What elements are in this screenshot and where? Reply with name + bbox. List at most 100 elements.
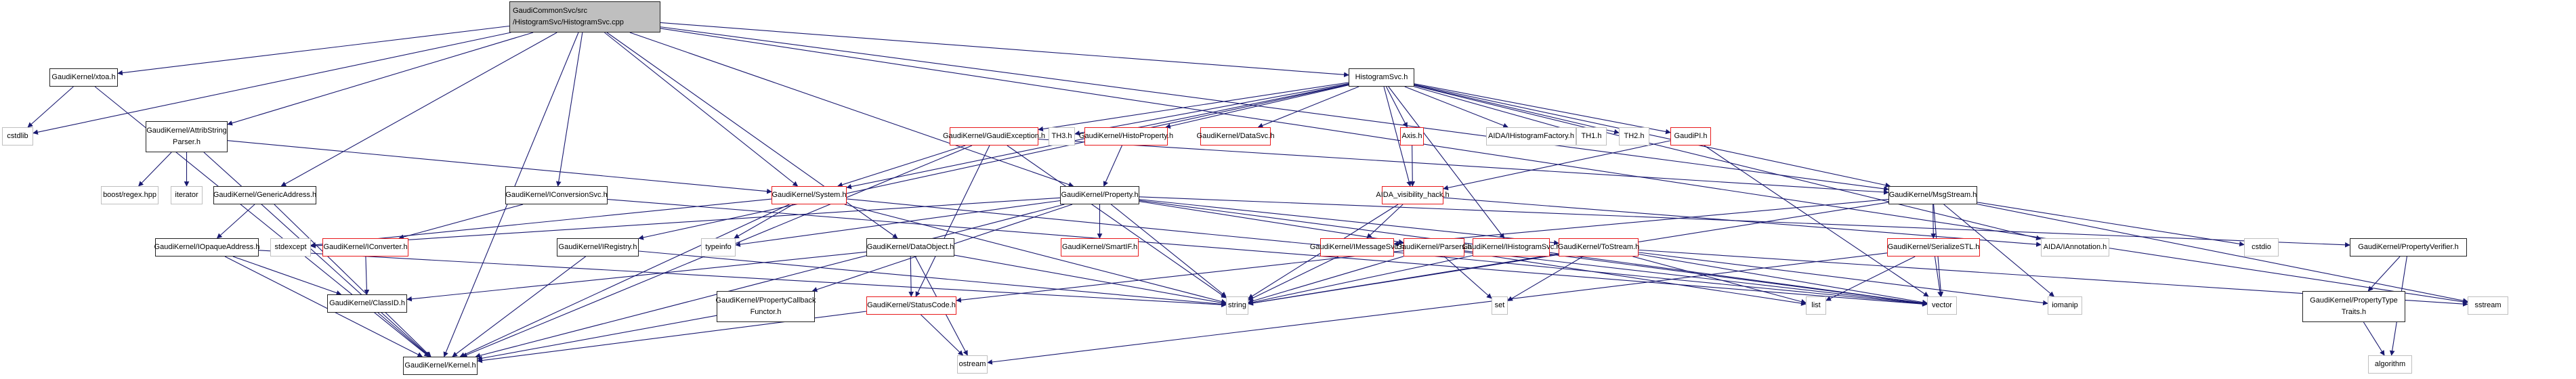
graph-node-tostream[interactable]: GaudiKernel/ToStream.h: [1558, 238, 1639, 257]
graph-node-iomanip[interactable]: iomanip: [2048, 296, 2082, 315]
edge-msgstream-to-sstream: [1977, 203, 2468, 303]
graph-node-serialize[interactable]: GaudiKernel/SerializeSTL.h: [1887, 238, 1980, 257]
edge-root-to-sstream: [660, 28, 2468, 305]
edge-propcb-to-kernel: [477, 315, 717, 361]
edge-dataobject-to-statuscode: [908, 256, 914, 297]
edge-root-to-genaddr: [280, 32, 557, 187]
edge-histosvc-to-ihistfactory: [1404, 86, 1508, 129]
graph-node-vector[interactable]: vector: [1927, 296, 1957, 315]
graph-node-genaddr[interactable]: GaudiKernel/GenericAddress.h: [213, 186, 316, 204]
graph-node-xtoa[interactable]: GaudiKernel/xtoa.h: [49, 68, 118, 87]
edge-property-to-parsers: [1139, 201, 1404, 245]
graph-node-parsers[interactable]: GaudiKernel/Parsers.h: [1396, 238, 1472, 257]
graph-node-propverifier[interactable]: GaudiKernel/PropertyVerifier.h: [2350, 238, 2467, 257]
graph-node-boostregex[interactable]: boost/regex.hpp: [101, 186, 159, 204]
edge-serialize-to-list: [1825, 256, 1916, 301]
graph-node-list[interactable]: list: [1806, 296, 1826, 315]
edge-histoprop-to-property: [1103, 145, 1122, 187]
graph-node-iconverter[interactable]: GaudiKernel/IConverter.h: [322, 238, 408, 257]
edge-root-to-system: [604, 32, 799, 187]
graph-node-propcb[interactable]: GaudiKernel/PropertyCallback Functor.h: [716, 291, 816, 322]
graph-node-ihistfactory[interactable]: AIDA/IHistogramFactory.h: [1486, 127, 1576, 146]
edge-tostream-to-list: [1632, 256, 1807, 305]
graph-node-property[interactable]: GaudiKernel/Property.h: [1060, 186, 1139, 204]
graph-node-dataobject[interactable]: GaudiKernel/DataObject.h: [866, 238, 954, 257]
edge-statuscode-to-ostream: [921, 314, 964, 356]
edge-serialize-to-vector: [1934, 256, 1943, 297]
edge-proptypetraits-to-algorithm: [2363, 321, 2385, 356]
edge-iopaque-to-classid: [232, 256, 342, 296]
edge-histosvc-to-th1: [1414, 86, 1577, 134]
edge-iconvsvc-to-vector: [607, 198, 1928, 307]
graph-node-ihistsvc[interactable]: GaudiKernel/IHistogramSvc.h: [1462, 238, 1560, 257]
edge-histosvc-to-th3: [1074, 83, 1349, 136]
edge-property-to-typeinfo: [735, 200, 1061, 247]
edge-histosvc-to-gaudipi: [1414, 83, 1671, 135]
graph-node-cstdlib[interactable]: cstdlib: [2, 127, 33, 146]
graph-node-system[interactable]: GaudiKernel/System.h: [772, 186, 847, 204]
graph-node-iregistry[interactable]: GaudiKernel/IRegistry.h: [557, 238, 639, 257]
edge-property-to-propverifier: [1139, 196, 2350, 248]
edge-histosvc-to-histoprop: [1165, 85, 1349, 129]
edge-xtoa-to-cstdlib: [27, 86, 74, 128]
graph-node-stdexcept[interactable]: stdexcept: [270, 238, 311, 257]
graph-node-cstdio[interactable]: cstdio: [2244, 238, 2279, 257]
edge-imsgsvc-to-string: [1248, 256, 1338, 300]
graph-node-root[interactable]: GaudiCommonSvc/src /HistogramSvc/Histogr…: [509, 1, 660, 32]
graph-node-iterator[interactable]: iterator: [171, 186, 203, 204]
graph-node-th2[interactable]: TH2.h: [1619, 127, 1649, 146]
graph-node-iannotation[interactable]: AIDA/IAnnotation.h: [2041, 238, 2109, 257]
edge-root-to-dataobject: [606, 32, 898, 239]
edge-propverifier-to-proptypetraits: [2367, 256, 2401, 292]
graph-node-imsgsvc[interactable]: GaudiKernel/IMessageSvc.h: [1310, 238, 1404, 257]
edge-attrib-to-boostregex: [138, 152, 172, 187]
graph-node-aidahack[interactable]: AIDA_visibility_hack.h: [1376, 186, 1450, 204]
edge-attrib-to-system: [227, 140, 772, 194]
graph-node-iconvsvc[interactable]: GaudiKernel/IConversionSvc.h: [505, 186, 608, 204]
graph-node-histosvc[interactable]: HistogramSvc.h: [1349, 68, 1414, 87]
edge-iopaque-to-string: [258, 250, 1227, 308]
edge-system-to-typeinfo: [734, 204, 794, 239]
graph-node-axis[interactable]: Axis.h: [1400, 127, 1424, 146]
edge-parsers-to-set: [1443, 256, 1492, 299]
edge-tostream-to-iomanip: [1638, 252, 2048, 306]
edge-histosvc-to-iannotation: [1414, 85, 2042, 241]
edge-histosvc-to-msgstream: [1414, 84, 1891, 188]
graph-node-attrib[interactable]: GaudiKernel/AttribString Parser.h: [146, 121, 228, 152]
edge-iregistry-to-string: [638, 250, 1227, 307]
edge-parsers-to-string: [1248, 256, 1404, 304]
graph-node-th1[interactable]: TH1.h: [1576, 127, 1607, 146]
graph-node-gaudipi[interactable]: GaudiPI.h: [1670, 127, 1711, 146]
edge-serialize-to-ostream: [987, 252, 1888, 365]
graph-node-ostream[interactable]: ostream: [957, 355, 988, 374]
graph-node-statuscode[interactable]: GaudiKernel/StatusCode.h: [866, 296, 956, 315]
edge-iconverter-to-classid: [364, 256, 370, 295]
graph-node-th3[interactable]: TH3.h: [1049, 127, 1075, 146]
graph-node-classid[interactable]: GaudiKernel/ClassID.h: [327, 294, 407, 313]
graph-node-msgstream[interactable]: GaudiKernel/MsgStream.h: [1888, 186, 1977, 204]
edge-msgstream-to-imsgsvc: [1393, 198, 1889, 246]
graph-node-kernel[interactable]: GaudiKernel/Kernel.h: [403, 357, 478, 375]
graph-node-sstream[interactable]: sstream: [2468, 296, 2508, 315]
graph-node-typeinfo[interactable]: typeinfo: [701, 238, 736, 257]
edge-ihistsvc-to-vector: [1549, 252, 1928, 306]
graph-node-iopaque[interactable]: GaudiKernel/IOpaqueAddress.h: [154, 238, 259, 257]
graph-node-gaudiexc[interactable]: GaudiKernel/GaudiException.h: [943, 127, 1045, 146]
graph-node-algorithm[interactable]: algorithm: [2368, 355, 2412, 374]
graph-node-string[interactable]: string: [1226, 296, 1248, 315]
edge-system-to-kernel: [459, 204, 790, 357]
edge-xtoa-to-kernel: [94, 86, 429, 357]
graph-node-datasvc[interactable]: GaudiKernel/DataSvc.h: [1197, 127, 1274, 146]
edge-axis-to-aidahack: [1410, 145, 1416, 187]
edge-dataobject-to-string: [954, 254, 1227, 306]
edge-property-to-string: [1110, 204, 1227, 297]
edge-property-to-kernel: [475, 204, 1065, 358]
edge-root-to-msgstream: [660, 26, 1889, 192]
graph-node-smartif[interactable]: GaudiKernel/SmartIF.h: [1061, 238, 1139, 257]
graph-node-proptypetraits[interactable]: GaudiKernel/PropertyType Traits.h: [2302, 291, 2405, 322]
graph-node-set[interactable]: set: [1492, 296, 1508, 315]
graph-node-histoprop[interactable]: GaudiKernel/HistoProperty.h: [1079, 127, 1173, 146]
edge-root-to-cstdlib: [33, 32, 511, 135]
